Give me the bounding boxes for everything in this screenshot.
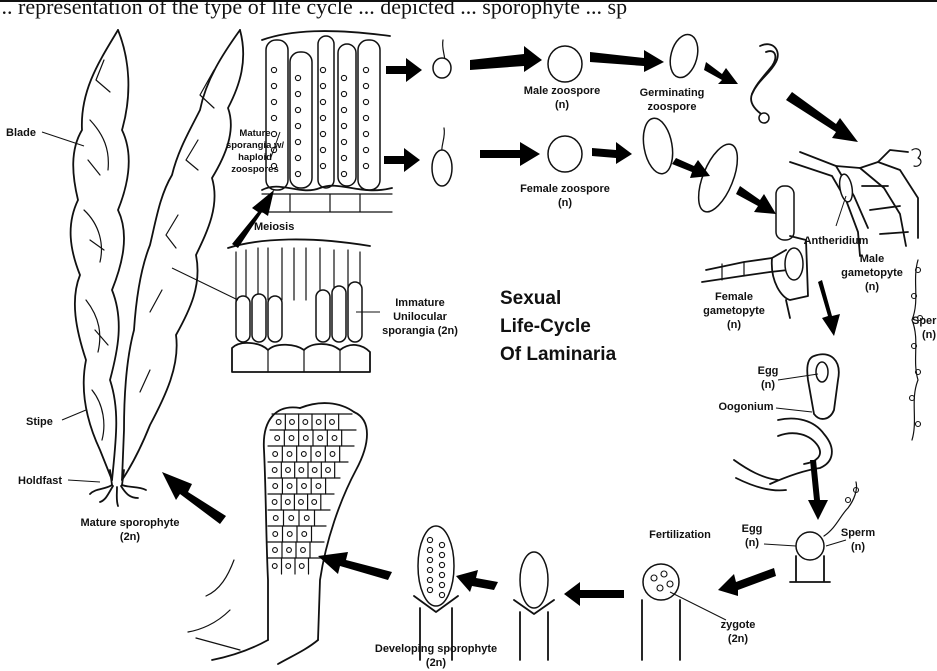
label-female-gametophyte-2: gametopyte (703, 305, 765, 317)
label-oogonium: Oogonium (719, 401, 774, 413)
label-zygote-2: (2n) (728, 633, 749, 645)
label-mature-sporangia-3: haploid (238, 152, 272, 163)
label-meiosis: Meiosis (254, 221, 294, 233)
label-fertilization: Fertilization (649, 529, 711, 541)
oogonium-illustration (734, 354, 839, 490)
label-immature-1: Immature (395, 297, 445, 309)
label-sperm-lower-1: Sperm (841, 527, 875, 539)
label-blade: Blade (6, 127, 36, 139)
label-immature-2: Unilocular (393, 311, 448, 323)
mature-sporophyte-illustration (71, 30, 244, 506)
diagram-title-line-3: Of Laminaria (500, 344, 617, 365)
label-sperm-edge-1: Sperm (912, 315, 937, 327)
header-fragment: ... representation of the type of life c… (0, 0, 627, 19)
young-sporophyte-illustration (188, 403, 367, 664)
immature-sporangia-illustration (228, 239, 370, 372)
label-germinating-1: Germinating (640, 87, 705, 99)
label-egg-lower-2: (n) (745, 537, 759, 549)
label-female-zoospore-1: Female zoospore (520, 183, 610, 195)
developing-sporophyte-stages (414, 526, 554, 660)
zygote-illustration (642, 564, 680, 660)
label-egg-upper-2: (n) (761, 379, 775, 391)
label-male-gametophyte-1: Male (860, 253, 884, 265)
label-egg-lower-1: Egg (742, 523, 763, 535)
label-male-zoospore-1: Male zoospore (524, 85, 600, 97)
label-mature-sporophyte-1: Mature sporophyte (80, 517, 179, 529)
label-female-zoospore-2: (n) (558, 197, 572, 209)
label-developing-sporophyte-2: (2n) (426, 657, 447, 669)
label-sperm-lower-2: (n) (851, 541, 865, 553)
male-gametophyte-illustration (790, 149, 923, 440)
label-sperm-edge-2: (n) (922, 329, 936, 341)
label-holdfast: Holdfast (18, 475, 62, 487)
label-developing-sporophyte-1: Developing sporophyte (375, 643, 497, 655)
label-mature-sporangia-4: zoospores (231, 164, 279, 175)
label-male-gametophyte-2: gametopyte (841, 267, 903, 279)
label-male-zoospore-2: (n) (555, 99, 569, 111)
mature-sporangia-illustration (262, 31, 392, 212)
diagram-title-line-1: Sexual (500, 288, 561, 309)
label-mature-sporangia-2: sporangia w/ (226, 140, 284, 151)
label-antheridium: Antheridium (804, 235, 869, 247)
label-mature-sporangia-1: Mature (239, 128, 270, 139)
label-immature-3: sporangia (2n) (382, 325, 458, 337)
label-female-gametophyte-1: Female (715, 291, 753, 303)
label-zygote-1: zygote (721, 619, 756, 631)
label-female-gametophyte-3: (n) (727, 319, 741, 331)
label-germinating-2: zoospore (648, 101, 697, 113)
label-male-gametophyte-3: (n) (865, 281, 879, 293)
diagram-title-line-2: Life-Cycle (500, 316, 591, 337)
label-egg-upper-1: Egg (758, 365, 779, 377)
label-stipe: Stipe (26, 416, 53, 428)
label-mature-sporophyte-2: (2n) (120, 531, 141, 543)
